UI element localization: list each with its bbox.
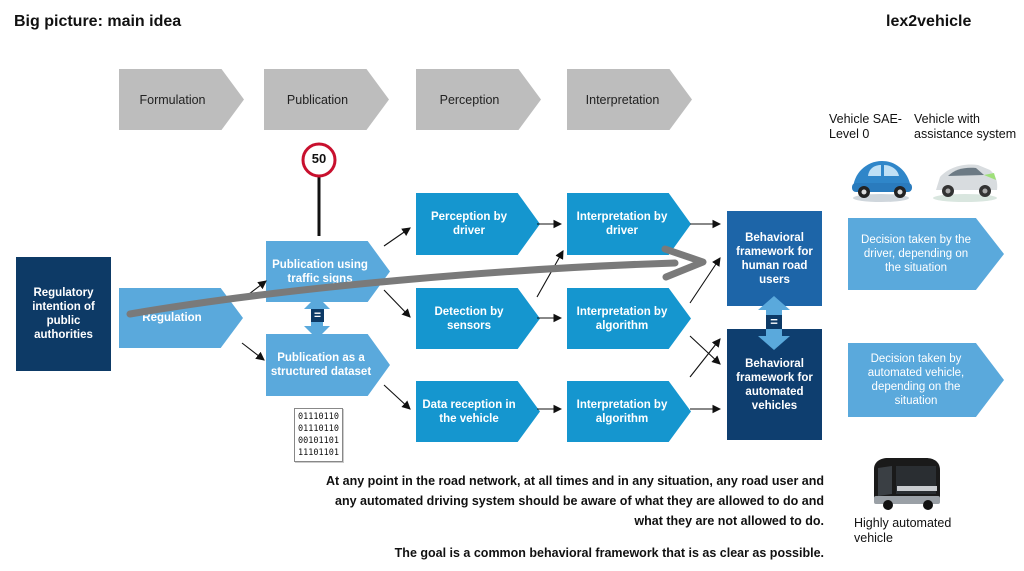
decision-automated-box: Decision taken by automated vehicle, dep… bbox=[848, 343, 1004, 417]
page-title: Big picture: main idea bbox=[14, 13, 182, 30]
binary-line: 00101101 bbox=[298, 436, 339, 446]
equals-label-framework: = bbox=[766, 315, 782, 329]
binary-line: 01110110 bbox=[298, 424, 339, 434]
perception-driver-box: Perception by driver bbox=[416, 193, 540, 255]
bottom-line-3: what they are not allowed to do. bbox=[634, 514, 824, 528]
regulatory-intention-box: Regulatory intention of public authoriti… bbox=[16, 257, 111, 371]
big-overview-arrowhead bbox=[661, 245, 707, 281]
stage-formulation: Formulation bbox=[119, 69, 244, 130]
decision-driver-box: Decision taken by the driver, depending … bbox=[848, 218, 1004, 290]
stage-perception: Perception bbox=[416, 69, 541, 130]
vehicle-highly-automated-caption: Highly automated vehicle bbox=[854, 516, 952, 545]
goal-statement: The goal is a common behavioral framewor… bbox=[394, 546, 824, 560]
modern-car-icon bbox=[933, 164, 998, 202]
interpretation-driver-box: Interpretation by driver bbox=[567, 193, 691, 255]
binary-dataset-icon: 01110110 01110110 00101101 11101101 bbox=[294, 408, 343, 462]
publication-dataset-box: Publication as a structured dataset bbox=[266, 334, 390, 396]
big-overview-arrow bbox=[126, 259, 679, 318]
detection-sensors-box: Detection by sensors bbox=[416, 288, 540, 349]
brand-label: lex2vehicle bbox=[886, 13, 972, 30]
connector-arrows bbox=[241, 219, 722, 414]
equals-label-publication: = bbox=[311, 309, 324, 322]
vehicle-assist-caption: Vehicle with assistance system bbox=[914, 112, 1017, 141]
bottom-line-2: any automated driving system should be a… bbox=[335, 494, 824, 508]
stage-interpretation: Interpretation bbox=[567, 69, 692, 130]
bottom-statement: At any point in the road network, at all… bbox=[264, 471, 824, 531]
binary-line: 01110110 bbox=[298, 412, 339, 422]
binary-line: 11101101 bbox=[298, 448, 339, 458]
data-reception-box: Data reception in the vehicle bbox=[416, 381, 540, 442]
autonomous-shuttle-icon bbox=[874, 458, 940, 510]
stage-publication: Publication bbox=[264, 69, 389, 130]
speed-limit-value: 50 bbox=[311, 151, 327, 166]
speed-limit-sign-icon bbox=[301, 142, 337, 178]
framework-human-box: Behavioral framework for human road user… bbox=[727, 211, 822, 306]
beetle-car-icon bbox=[852, 161, 912, 202]
vehicle-sae0-caption: Vehicle SAE-Level 0 bbox=[829, 112, 902, 141]
interpretation-algorithm-box-1: Interpretation by algorithm bbox=[567, 288, 691, 349]
interpretation-algorithm-box-2: Interpretation by algorithm bbox=[567, 381, 691, 442]
bottom-line-1: At any point in the road network, at all… bbox=[326, 474, 824, 488]
